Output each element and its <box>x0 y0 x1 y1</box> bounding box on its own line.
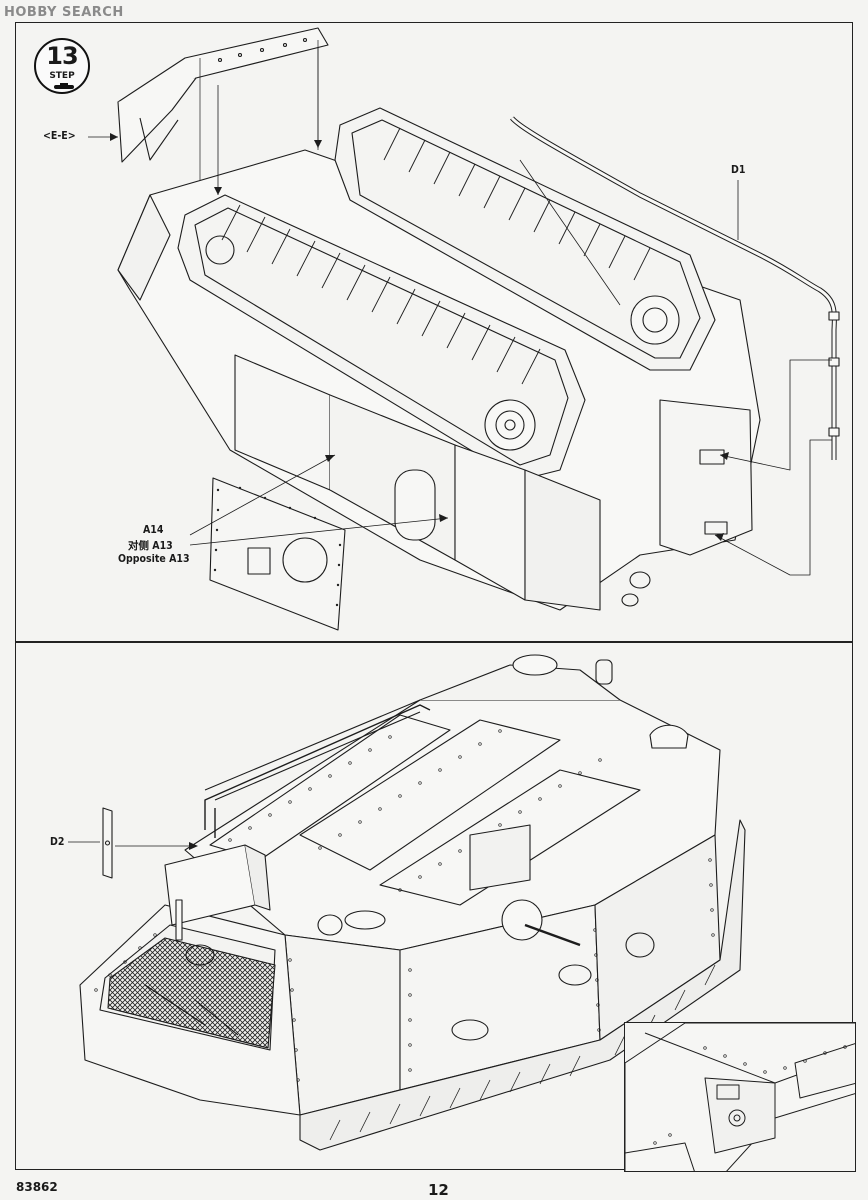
detail-inset <box>624 1022 856 1172</box>
section-divider <box>15 641 853 643</box>
detail-inset-drawing <box>625 1023 855 1171</box>
part-label-a14: A14 <box>143 524 164 536</box>
hull-topside-drawing <box>68 654 746 1151</box>
hull-underside-drawing <box>88 27 840 631</box>
sub-assembly-label: <E-E> <box>43 130 76 142</box>
step-label: STEP <box>49 71 75 81</box>
part-label-d1: D1 <box>731 164 746 176</box>
step-badge-icon: 13 STEP <box>34 38 90 94</box>
tank-icon <box>54 83 74 89</box>
part-label-d2: D2 <box>50 836 65 848</box>
watermark-logo: HOBBY SEARCH <box>4 5 124 20</box>
opposite-label-en: Opposite A13 <box>118 553 190 565</box>
step-number: 13 <box>46 42 78 70</box>
kit-number: 83862 <box>16 1180 58 1194</box>
page-frame <box>15 22 853 1170</box>
page-number: 12 <box>428 1181 449 1199</box>
opposite-label-cn: 对侧 A13 <box>128 540 173 552</box>
